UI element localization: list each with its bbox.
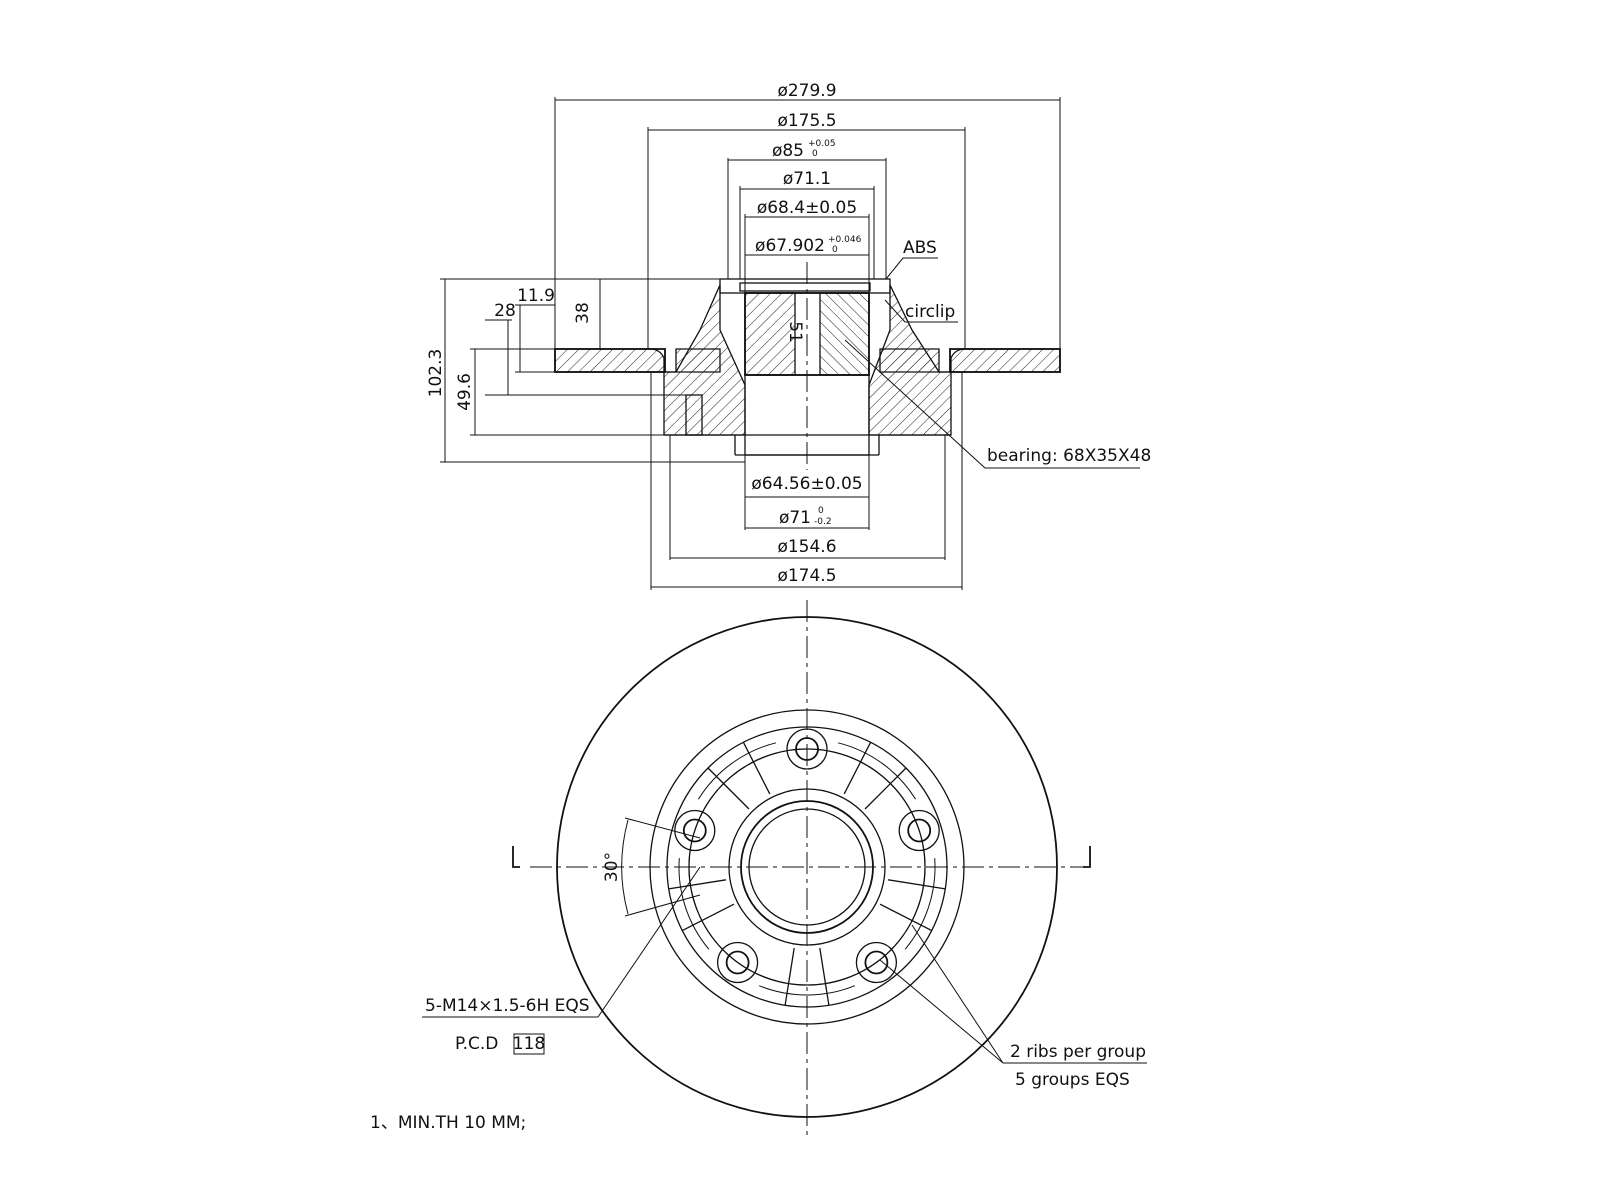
- section-view: ø279.9 ø175.5 ø85 +0.05 0 ø71.1 ø68.4±0.…: [426, 81, 1151, 590]
- dim-154: ø154.6: [777, 537, 836, 557]
- dim-174: ø174.5: [777, 566, 836, 586]
- abs-leader: [885, 257, 904, 280]
- vent-rib: [682, 903, 735, 932]
- dim-67-tol-up: +0.046: [828, 235, 862, 245]
- disc-outline-left: [554, 348, 666, 373]
- bolt-hole: [907, 818, 932, 843]
- abs-ring: [719, 278, 891, 294]
- dim-49: 49.6: [455, 373, 475, 411]
- bearing-label: bearing: 68X35X48: [987, 446, 1151, 466]
- section-marker-left: [512, 846, 520, 868]
- dim-64: ø64.56±0.05: [751, 474, 862, 494]
- dim-85: ø85: [772, 141, 804, 161]
- angle-ext-2: [624, 894, 701, 917]
- thread-leader: [597, 866, 701, 1018]
- dim-71b: ø71: [779, 508, 811, 528]
- dim-71b-tol-lo: -0.2: [814, 517, 832, 527]
- dim-175: ø175.5: [777, 111, 836, 131]
- bolt-hole: [682, 818, 707, 843]
- vent-rib: [742, 742, 771, 795]
- vent-rib: [819, 947, 830, 1006]
- vent-rib: [843, 742, 872, 795]
- bolt-hole: [864, 950, 889, 975]
- angle-label: 30°: [602, 852, 622, 882]
- dim-51: 51: [785, 321, 805, 343]
- vent-arc: [758, 985, 856, 996]
- vent-rib: [887, 879, 946, 890]
- plan-features: [668, 728, 946, 1006]
- angle-ext-1: [624, 817, 701, 839]
- pcd-value: 118: [513, 1034, 545, 1054]
- dim-67-tol-lo: 0: [832, 245, 838, 255]
- stud-hole: [685, 394, 703, 436]
- disc-outline-right: [949, 348, 1061, 373]
- vent-rib: [668, 879, 727, 890]
- thread-label: 5-M14×1.5-6H EQS: [425, 996, 590, 1016]
- section-marker-right: [1083, 846, 1091, 868]
- bolt-boss: [716, 941, 759, 984]
- dim-85-tol-up: +0.05: [808, 139, 836, 149]
- dim-68: ø68.4±0.05: [757, 198, 857, 218]
- pcd-box: [513, 1033, 545, 1055]
- bolt-hole: [725, 950, 750, 975]
- bearing-left-race: [744, 292, 796, 376]
- vent-arc: [678, 858, 710, 950]
- bearing-right-race: [819, 292, 870, 376]
- bolt-boss: [855, 941, 898, 984]
- bolt-boss: [674, 809, 716, 852]
- vent-rib: [707, 767, 750, 810]
- dim-71-1: ø71.1: [783, 169, 831, 189]
- vent-arc: [837, 742, 917, 800]
- vent-rib: [879, 903, 932, 932]
- dim-102: 102.3: [426, 349, 446, 398]
- dim-279: ø279.9: [777, 81, 836, 101]
- dim-28: 28: [494, 301, 516, 321]
- ribs-leader-2: [879, 959, 1004, 1064]
- ribs-leader-1: [911, 924, 1004, 1064]
- bolt-boss: [898, 809, 940, 852]
- dim-38: 38: [573, 302, 593, 324]
- dim-11: 11.9: [517, 286, 555, 306]
- plan-view: 30° 5-M14×1.5-6H EQS P.C.D 118 2 ribs pe…: [422, 600, 1147, 1140]
- dim-85-tol-lo: 0: [812, 149, 818, 159]
- note-1: 1、MIN.TH 10 MM;: [370, 1113, 526, 1133]
- dim-71b-tol-up: 0: [818, 506, 824, 516]
- dim-67: ø67.902: [755, 236, 825, 256]
- circlip-label: circlip: [905, 302, 955, 322]
- vent-arc: [697, 742, 777, 800]
- vent-rib: [864, 767, 907, 810]
- angle-arc: [621, 819, 629, 915]
- abs-label: ABS: [903, 238, 937, 258]
- abs-ring-inner: [739, 282, 871, 292]
- vent-arc: [904, 858, 936, 950]
- ribs-label-2: 5 groups EQS: [1015, 1070, 1130, 1090]
- ribs-label-1: 2 ribs per group: [1010, 1042, 1146, 1062]
- pcd-label: P.C.D: [455, 1034, 498, 1054]
- vent-rib: [784, 947, 795, 1006]
- circlip-leader: [884, 299, 906, 323]
